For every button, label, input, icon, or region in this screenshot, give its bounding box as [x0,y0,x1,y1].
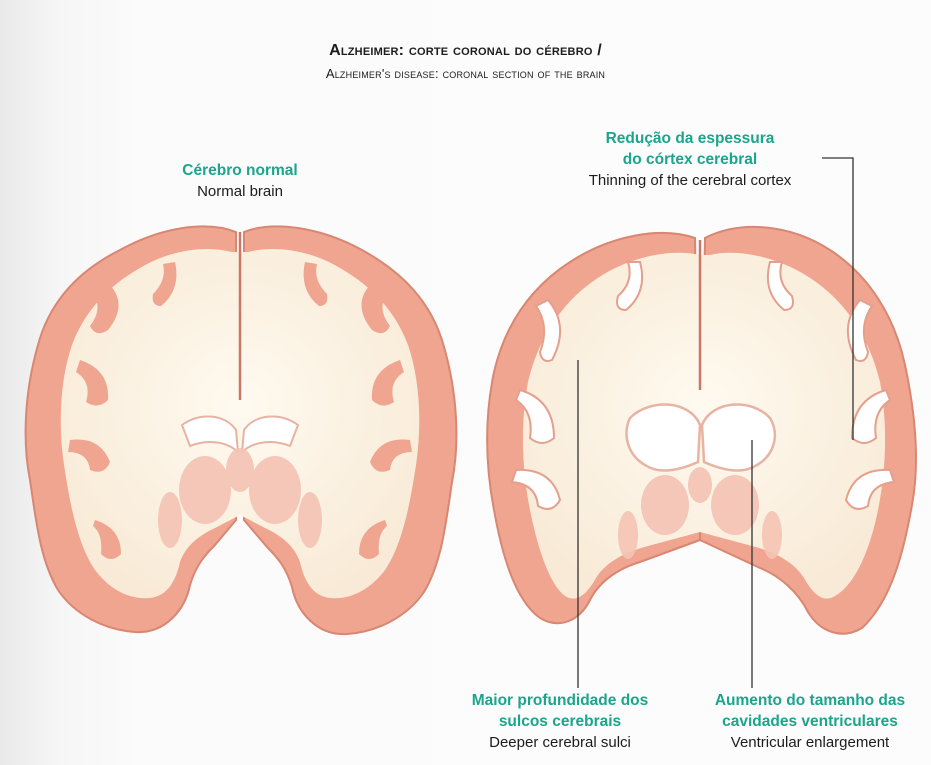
label-ventricular-enlargement-pt-2: cavidades ventriculares [690,711,930,732]
label-ventricular-enlargement: Aumento do tamanho das cavidades ventric… [690,690,930,753]
label-deeper-sulci-pt-1: Maior profundidade dos [430,690,690,711]
label-normal-brain: Cérebro normal Normal brain [150,160,330,202]
label-normal-brain-pt: Cérebro normal [150,160,330,181]
label-deeper-sulci: Maior profundidade dos sulcos cerebrais … [430,690,690,753]
label-deeper-sulci-pt-2: sulcos cerebrais [430,711,690,732]
label-ventricular-enlargement-en: Ventricular enlargement [690,732,930,753]
label-cortex-thinning-en: Thinning of the cerebral cortex [545,170,835,191]
label-cortex-thinning-pt-1: Redução da espessura [545,128,835,149]
label-normal-brain-en: Normal brain [150,181,330,202]
label-deeper-sulci-en: Deeper cerebral sulci [430,732,690,753]
alzheimer-brain-section [487,227,916,634]
label-cortex-thinning-pt-2: do córtex cerebral [545,149,835,170]
normal-brain-section [26,226,457,634]
label-cortex-thinning: Redução da espessura do córtex cerebral … [545,128,835,191]
label-ventricular-enlargement-pt-1: Aumento do tamanho das [690,690,930,711]
